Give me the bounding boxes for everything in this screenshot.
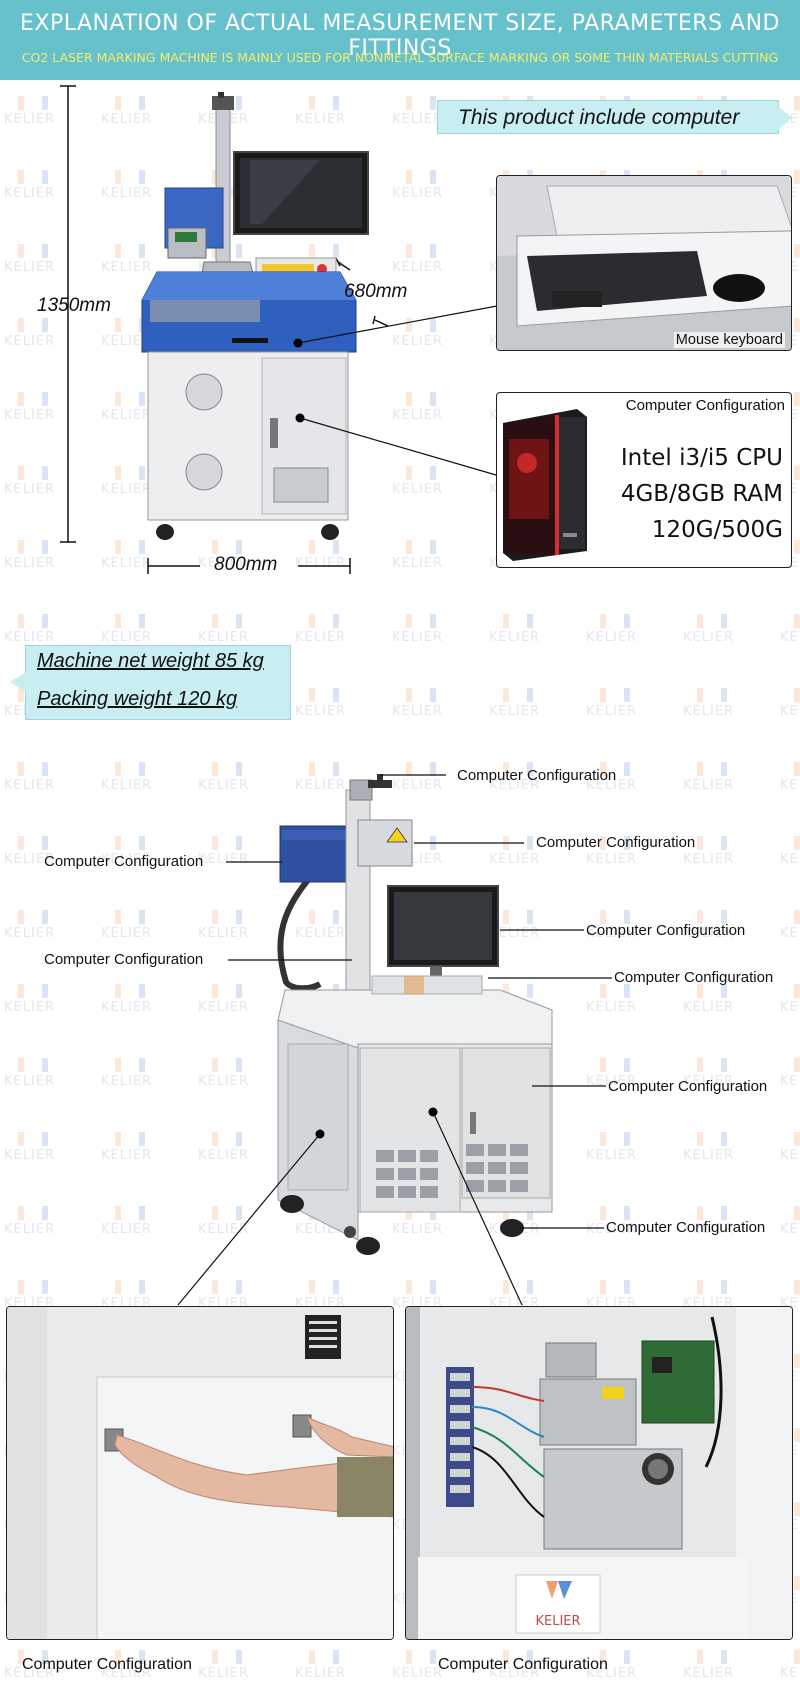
net-weight-text: Machine net weight 85 kg — [37, 650, 264, 672]
fitting-label: Computer Configuration — [614, 969, 774, 986]
right-photo-caption: Computer Configuration — [438, 1656, 608, 1673]
cabinet-door-image — [7, 1307, 393, 1639]
machine-dimension-illustration — [141, 92, 369, 540]
computer-configuration-box: Computer Configuration Intel i3/i5 CPU 4… — [496, 392, 792, 568]
mouse-keyboard-photo: Mouse keyboard — [496, 175, 792, 351]
computer-included-text: This product include computer — [458, 106, 740, 129]
electrical-cabinet-photo: KELIER — [405, 1306, 793, 1640]
left-photo-caption: Computer Configuration — [22, 1656, 192, 1673]
page-header: EXPLANATION OF ACTUAL MEASUREMENT SIZE, … — [0, 0, 800, 80]
page-subtitle: CO2 LASER MARKING MACHINE IS MAINLY USED… — [21, 50, 779, 65]
fitting-label: Computer Configuration — [608, 1078, 768, 1095]
cabinet-door-photo — [6, 1306, 394, 1640]
fitting-label: Computer Configuration — [457, 767, 617, 784]
depth-dimension: 680mm — [344, 281, 408, 302]
cpu-spec: Intel i3/i5 CPU — [620, 445, 783, 471]
pc-tower-image — [503, 409, 587, 561]
fitting-label: Computer Configuration — [44, 853, 204, 870]
electrical-components-image: KELIER — [406, 1307, 792, 1639]
machine-fittings-illustration — [277, 774, 553, 1255]
computer-included-callout: This product include computer — [437, 100, 792, 134]
ram-spec: 4GB/8GB RAM — [620, 481, 783, 507]
fitting-label: Computer Configuration — [586, 922, 746, 939]
computer-configuration-title: Computer Configuration — [625, 397, 785, 414]
width-dimension: 800mm — [214, 554, 278, 575]
packing-weight-text: Packing weight 120 kg — [37, 688, 238, 710]
mouse-keyboard-label: Mouse keyboard — [673, 332, 785, 348]
keyboard-drawer-image — [497, 176, 791, 350]
fitting-label: Computer Configuration — [536, 834, 696, 851]
page-title: EXPLANATION OF ACTUAL MEASUREMENT SIZE, … — [19, 11, 780, 61]
fitting-label: Computer Configuration — [606, 1219, 766, 1236]
height-dimension: 1350mm — [37, 295, 111, 316]
storage-spec: 120G/500G — [651, 517, 783, 543]
brand-card-text: KELIER — [535, 1614, 580, 1629]
fitting-label: Computer Configuration — [44, 951, 204, 968]
weight-callout: Machine net weight 85 kg Packing weight … — [10, 645, 291, 720]
